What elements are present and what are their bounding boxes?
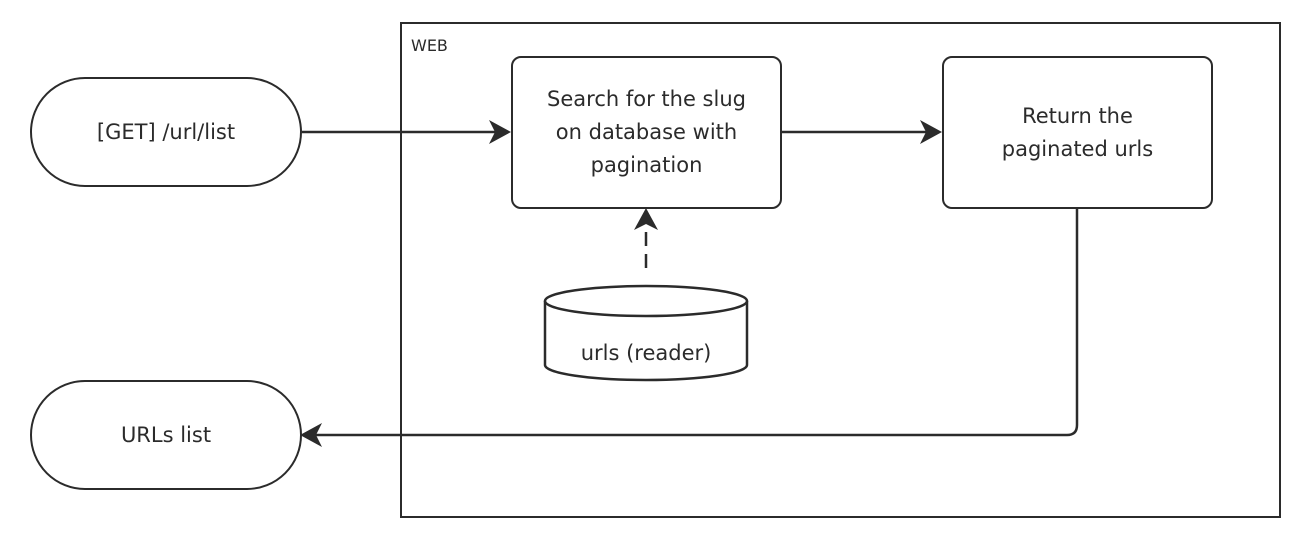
end-terminal-label: URLs list <box>120 422 212 447</box>
arrowhead-return <box>920 120 942 144</box>
arrow-return-to-end <box>306 208 1079 437</box>
web-container: WEB <box>400 22 1281 518</box>
database-cylinder <box>543 284 749 382</box>
return-process-label: Return the paginated urls <box>1001 103 1154 161</box>
arrowhead-search-from-db <box>634 208 658 230</box>
search-process-label: Search for the slug on database with pag… <box>547 87 746 177</box>
return-process: Return the paginated urls <box>942 56 1213 209</box>
arrowhead-search <box>489 120 511 144</box>
database-label-text: urls (reader) <box>580 341 712 365</box>
database-label: urls (reader) <box>545 336 747 370</box>
start-terminal-label: [GET] /url/list <box>96 119 236 144</box>
start-terminal: [GET] /url/list <box>30 77 302 187</box>
search-process: Search for the slug on database with pag… <box>511 56 782 209</box>
arrowhead-end <box>300 423 322 447</box>
end-terminal: URLs list <box>30 380 302 490</box>
web-container-label: WEB <box>411 36 448 55</box>
